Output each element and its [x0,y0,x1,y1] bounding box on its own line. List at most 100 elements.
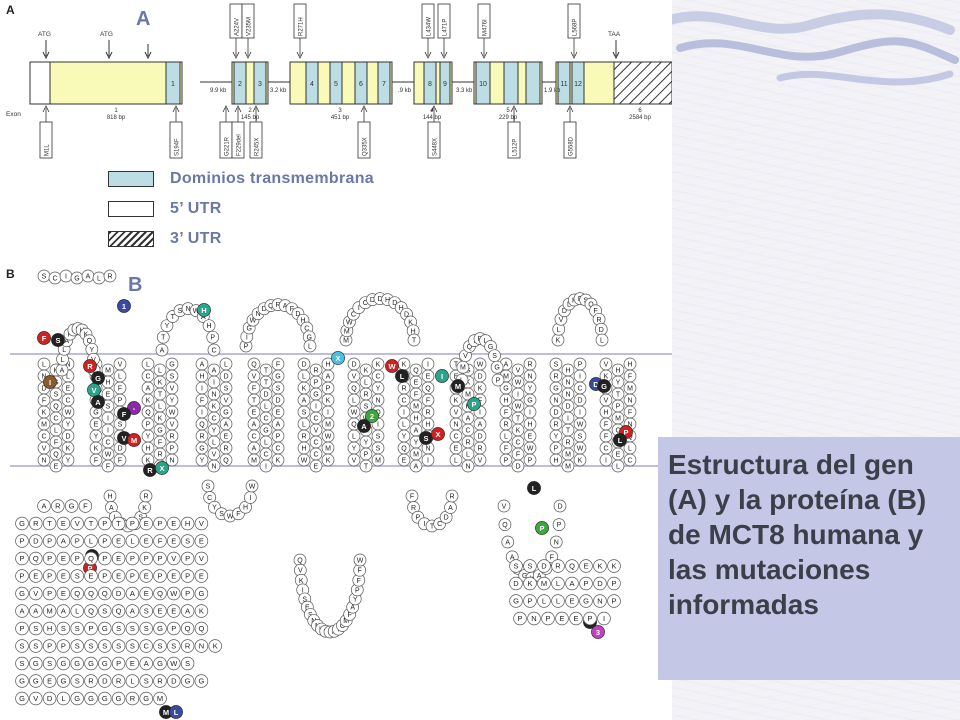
helix-residue: L [113,369,127,383]
svg-text:Q: Q [87,338,93,345]
svg-text:V: V [42,446,47,453]
helix-residue: M [371,453,385,467]
helix-residue: E [219,429,233,443]
svg-text:Y: Y [364,440,369,447]
svg-text:A: A [86,274,91,281]
helix-residue: R [153,447,167,461]
sequence-residue: Q [84,604,98,618]
helix-residue: S [573,429,587,443]
svg-text:R: R [143,494,148,501]
svg-text:L: L [600,338,604,345]
svg-text:G: G [157,428,162,435]
sequence-residue: E [29,569,43,583]
sequence-residue: P [15,569,29,583]
helix-residue: V [37,441,51,455]
svg-text:R: R [157,452,162,459]
loop-residue: T [156,330,170,344]
svg-text:P: P [185,554,190,563]
svg-text:F: F [628,374,632,381]
sequence-residue: F [78,499,93,513]
svg-text:H: H [47,624,52,633]
svg-text:W: W [170,659,178,668]
svg-text:Q: Q [88,589,94,598]
helix-residue: D [561,399,575,413]
helix-residue: F [113,453,127,467]
svg-text:K: K [611,562,616,571]
svg-text:A: A [224,422,229,429]
helix-residue: H [421,417,435,431]
helix-residue: S [165,369,179,383]
svg-text:E: E [61,589,66,598]
svg-text:S: S [118,422,123,429]
sequence-residue: G [98,621,112,636]
sequence-residue: E [167,516,181,531]
sequence-residue: E [125,656,140,671]
sequence-residue: Q [111,604,126,618]
svg-text:V: V [170,422,175,429]
svg-text:2: 2 [370,412,374,421]
sequence-residue: E [56,569,71,583]
svg-text:D: D [33,537,39,546]
sequence-residue: P [125,569,140,583]
svg-text:I: I [579,374,581,381]
svg-text:R: R [223,446,228,453]
cterm-residue: A [565,576,579,591]
helix-residue: E [61,381,75,395]
svg-text:D: D [171,677,177,686]
svg-text:H: H [145,446,150,453]
sequence-residue: A [125,604,140,618]
svg-text:G: G [74,659,80,668]
helix-residue: G [165,357,179,371]
svg-text:D: D [593,380,599,389]
helix-residue: H [297,441,311,455]
helix-residue: V [165,381,179,395]
svg-text:K: K [527,579,532,588]
svg-text:S: S [185,659,190,668]
helix-residue: Q [397,441,411,455]
helix-residue: L [297,369,311,383]
loop-residue: W [245,479,259,493]
svg-text:T: T [264,380,269,387]
svg-text:E: E [116,537,121,546]
svg-text:T: T [454,362,459,369]
helix-residue: F [271,357,285,371]
cterm-residue: K [607,559,621,573]
loop-residue: R [445,489,459,503]
svg-text:T: T [47,519,52,528]
svg-text:Y: Y [414,440,419,447]
helix-residue: E [397,453,411,467]
svg-text:S: S [513,562,518,571]
svg-text:M: M [325,446,331,453]
svg-text:S: S [19,642,24,651]
sequence-residue: C [139,639,153,653]
svg-text:V: V [33,589,38,598]
svg-text:P: P [118,398,123,405]
sequence-residue: S [84,639,98,653]
svg-text:P: P [244,344,249,351]
helix-residue: C [37,429,51,443]
helix-residue: W [101,447,115,461]
svg-text:Y: Y [94,434,99,441]
bottom-mutation-box [249,121,263,159]
svg-text:H: H [565,368,570,375]
helix-residue: Y [359,435,373,449]
sequence-residue: G [70,656,84,671]
blank-swatch [108,201,154,217]
helix-residue: A [141,381,155,395]
svg-text:K: K [212,404,217,411]
mutation-marker: S [51,333,65,347]
svg-text:P: P [185,572,190,581]
sequence-residue: E [194,534,209,548]
svg-text:H: H [105,380,110,387]
svg-text:L: L [616,464,620,471]
helix-residue: F [409,387,423,401]
svg-text:M: M [541,579,547,588]
svg-text:C: C [211,416,216,423]
svg-text:A: A [201,314,206,321]
svg-text:E: E [171,537,176,546]
svg-text:Y: Y [212,428,217,435]
svg-text:R: R [157,677,163,686]
helix-residue: G [549,381,563,395]
svg-text:I: I [567,416,569,423]
nterm-residue: I [59,269,73,283]
